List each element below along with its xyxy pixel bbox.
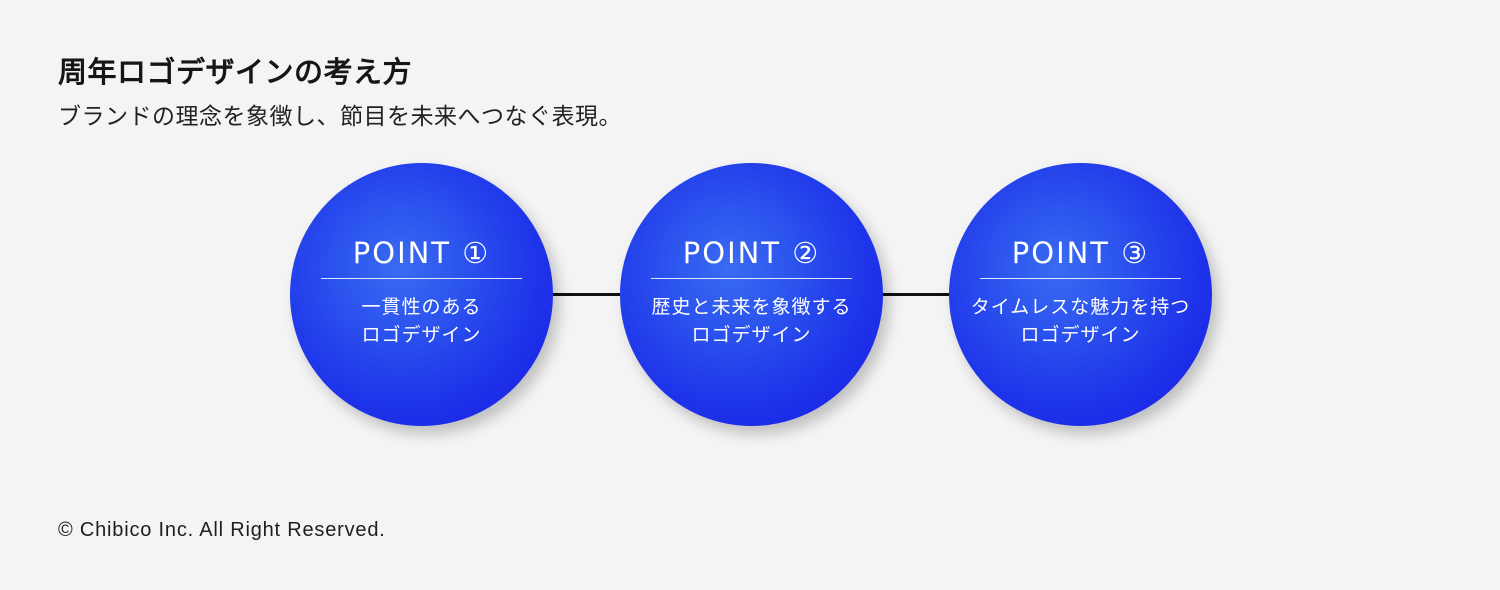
point-label: POINT ③ — [1011, 236, 1150, 270]
point-divider — [651, 278, 852, 279]
point-description-line2: ロゴデザイン — [691, 324, 812, 346]
connector-line-1-2 — [553, 293, 620, 296]
point-circle-2: POINT ② 歴史と未来を象徴する ロゴデザイン — [620, 163, 883, 426]
point-description: 一貫性のある ロゴデザイン — [290, 293, 553, 349]
point-description-line1: タイムレスな魅力を持つ — [970, 296, 1191, 318]
page-subtitle: ブランドの理念を象徴し、節目を未来へつなぐ表現。 — [58, 104, 622, 130]
connector-line-2-3 — [882, 293, 950, 296]
point-label: POINT ② — [682, 236, 821, 270]
point-description-line1: 歴史と未来を象徴する — [651, 296, 852, 318]
point-circle-1: POINT ① 一貫性のある ロゴデザイン — [290, 163, 553, 426]
point-divider — [321, 278, 522, 279]
page-title: 周年ロゴデザインの考え方 — [58, 55, 413, 89]
point-label: POINT ① — [352, 236, 491, 270]
point-description: 歴史と未来を象徴する ロゴデザイン — [620, 293, 883, 349]
point-circle-3: POINT ③ タイムレスな魅力を持つ ロゴデザイン — [949, 163, 1212, 426]
point-divider — [980, 278, 1181, 279]
point-description-line2: ロゴデザイン — [1020, 324, 1141, 346]
point-description-line2: ロゴデザイン — [361, 324, 482, 346]
copyright-footer: © Chibico Inc. All Right Reserved. — [58, 519, 386, 541]
point-description: タイムレスな魅力を持つ ロゴデザイン — [949, 293, 1212, 349]
header: 周年ロゴデザインの考え方 ブランドの理念を象徴し、節目を未来へつなぐ表現。 — [58, 52, 622, 134]
point-description-line1: 一貫性のある — [361, 296, 482, 318]
